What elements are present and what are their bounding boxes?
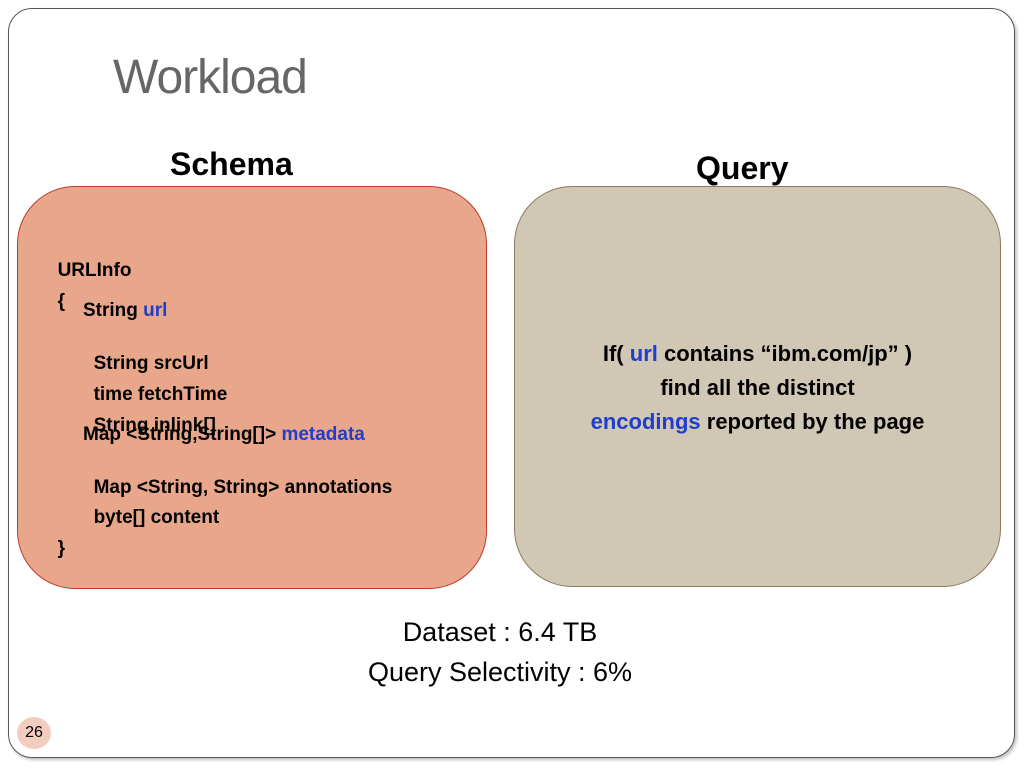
dataset-stat: Dataset : 6.4 TB	[402, 617, 598, 647]
schema-line: String srcUrl	[93, 353, 209, 374]
schema-line: byte[] content	[93, 507, 220, 528]
query-line: encodings reported by the page	[590, 409, 925, 434]
query-box	[514, 186, 1001, 587]
query-highlight-encodings: encodings	[590, 409, 701, 434]
schema-line: {	[57, 291, 65, 312]
query-heading: Query	[696, 150, 789, 186]
schema-line: Map <String,String[]> metadata	[83, 424, 365, 445]
schema-line: String url	[83, 300, 168, 321]
page-number: 26	[17, 717, 51, 749]
query-line: If( url contains “ibm.com/jp” )	[602, 341, 913, 366]
schema-heading: Schema	[170, 146, 293, 182]
schema-box	[17, 186, 487, 589]
schema-line: Map <String, String> annotations	[93, 477, 393, 498]
slide-title: Workload	[113, 51, 308, 104]
query-highlight-url: url	[629, 341, 658, 366]
selectivity-stat: Query Selectivity : 6%	[367, 657, 633, 687]
schema-line: URLInfo	[57, 260, 132, 281]
query-line: find all the distinct	[660, 375, 855, 400]
schema-highlight-url: url	[143, 300, 168, 321]
schema-line: }	[57, 538, 65, 559]
schema-line: String inlink[]	[93, 415, 216, 436]
schema-line: time fetchTime	[93, 384, 228, 405]
schema-highlight-metadata: metadata	[281, 424, 365, 445]
slide-frame	[8, 8, 1015, 758]
